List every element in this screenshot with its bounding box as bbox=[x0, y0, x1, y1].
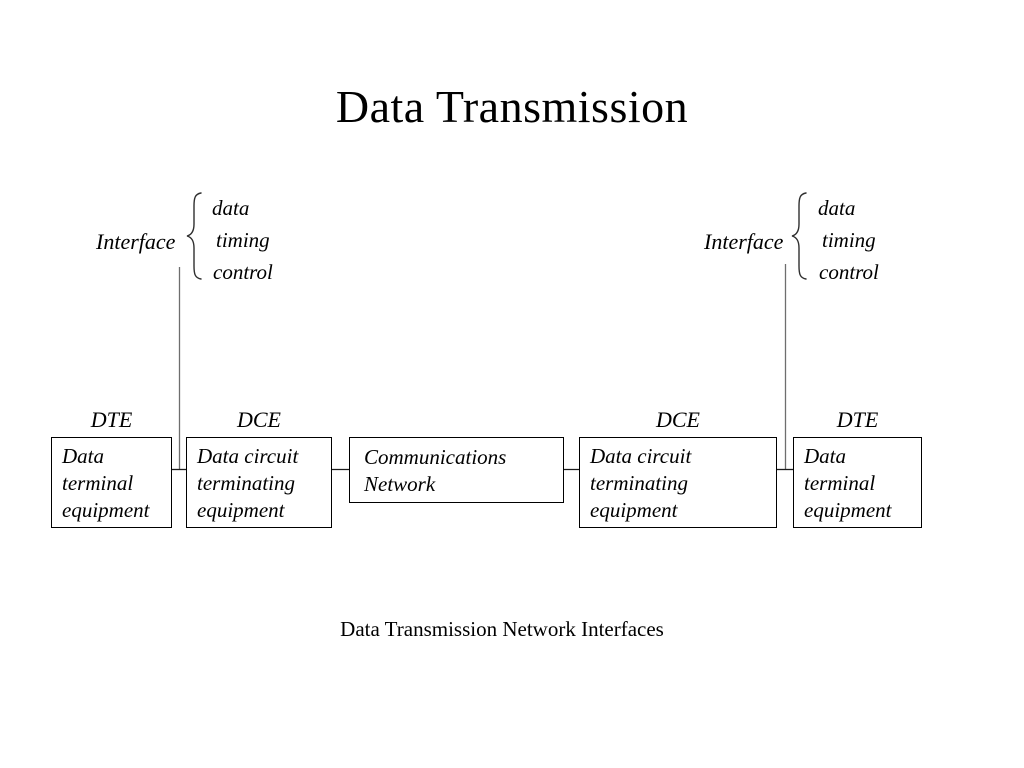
interface-item-control-right: control bbox=[819, 260, 879, 284]
box-communications-network: Communications Network bbox=[349, 437, 564, 503]
tag-dte-left: DTE bbox=[90, 407, 133, 432]
tag-dce-right: DCE bbox=[656, 407, 700, 432]
interface-label-left: Interface bbox=[96, 229, 176, 254]
interface-item-control-left: control bbox=[213, 260, 273, 284]
interface-item-timing-left: timing bbox=[216, 228, 270, 252]
interface-item-data-left: data bbox=[212, 196, 250, 220]
slide-title: Data Transmission bbox=[335, 81, 689, 132]
tag-dce-left: DCE bbox=[237, 407, 281, 432]
brace-icon-left bbox=[186, 192, 202, 280]
brace-icon-right bbox=[791, 192, 807, 280]
box-dte-left: Data terminal equipment bbox=[51, 437, 172, 528]
tag-dte-right: DTE bbox=[836, 407, 879, 432]
interface-item-data-right: data bbox=[818, 196, 856, 220]
slide-caption: Data Transmission Network Interfaces bbox=[340, 617, 664, 641]
interface-item-timing-right: timing bbox=[822, 228, 876, 252]
box-dce-right: Data circuit terminating equipment bbox=[579, 437, 777, 528]
interface-label-right: Interface bbox=[704, 229, 784, 254]
box-dce-left: Data circuit terminating equipment bbox=[186, 437, 332, 528]
box-dte-right: Data terminal equipment bbox=[793, 437, 922, 528]
